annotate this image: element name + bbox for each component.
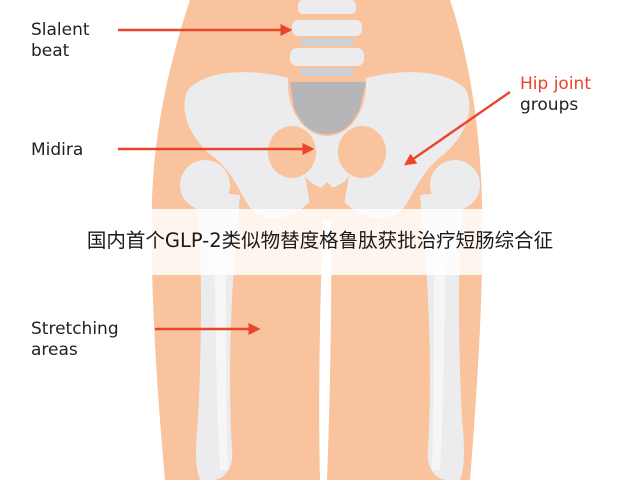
label-stretching-areas: Stretching areas bbox=[31, 319, 119, 361]
label-stretching-line1: Stretching bbox=[31, 319, 119, 339]
headline-text: 国内首个GLP-2类似物替度格鲁肽获批治疗短肠综合征 bbox=[86, 229, 554, 252]
label-slalent-beat: Slalent beat bbox=[31, 20, 90, 62]
label-stretching-line2: areas bbox=[31, 340, 78, 360]
pelvis bbox=[184, 72, 470, 219]
arrow-hip-joint-groups bbox=[404, 91, 511, 166]
headline-banner bbox=[0, 209, 640, 275]
label-slalent-line2: beat bbox=[31, 41, 70, 61]
label-hip-line2: groups bbox=[520, 95, 579, 115]
label-hip-line1: Hip joint bbox=[520, 74, 591, 94]
leg-gap bbox=[319, 220, 332, 480]
label-midira: Midira bbox=[31, 140, 83, 161]
label-midira-line1: Midira bbox=[31, 140, 84, 160]
label-hip-joint-groups: Hip joint groups bbox=[520, 74, 591, 116]
label-slalent-line1: Slalent bbox=[31, 20, 90, 40]
spine bbox=[290, 0, 366, 134]
